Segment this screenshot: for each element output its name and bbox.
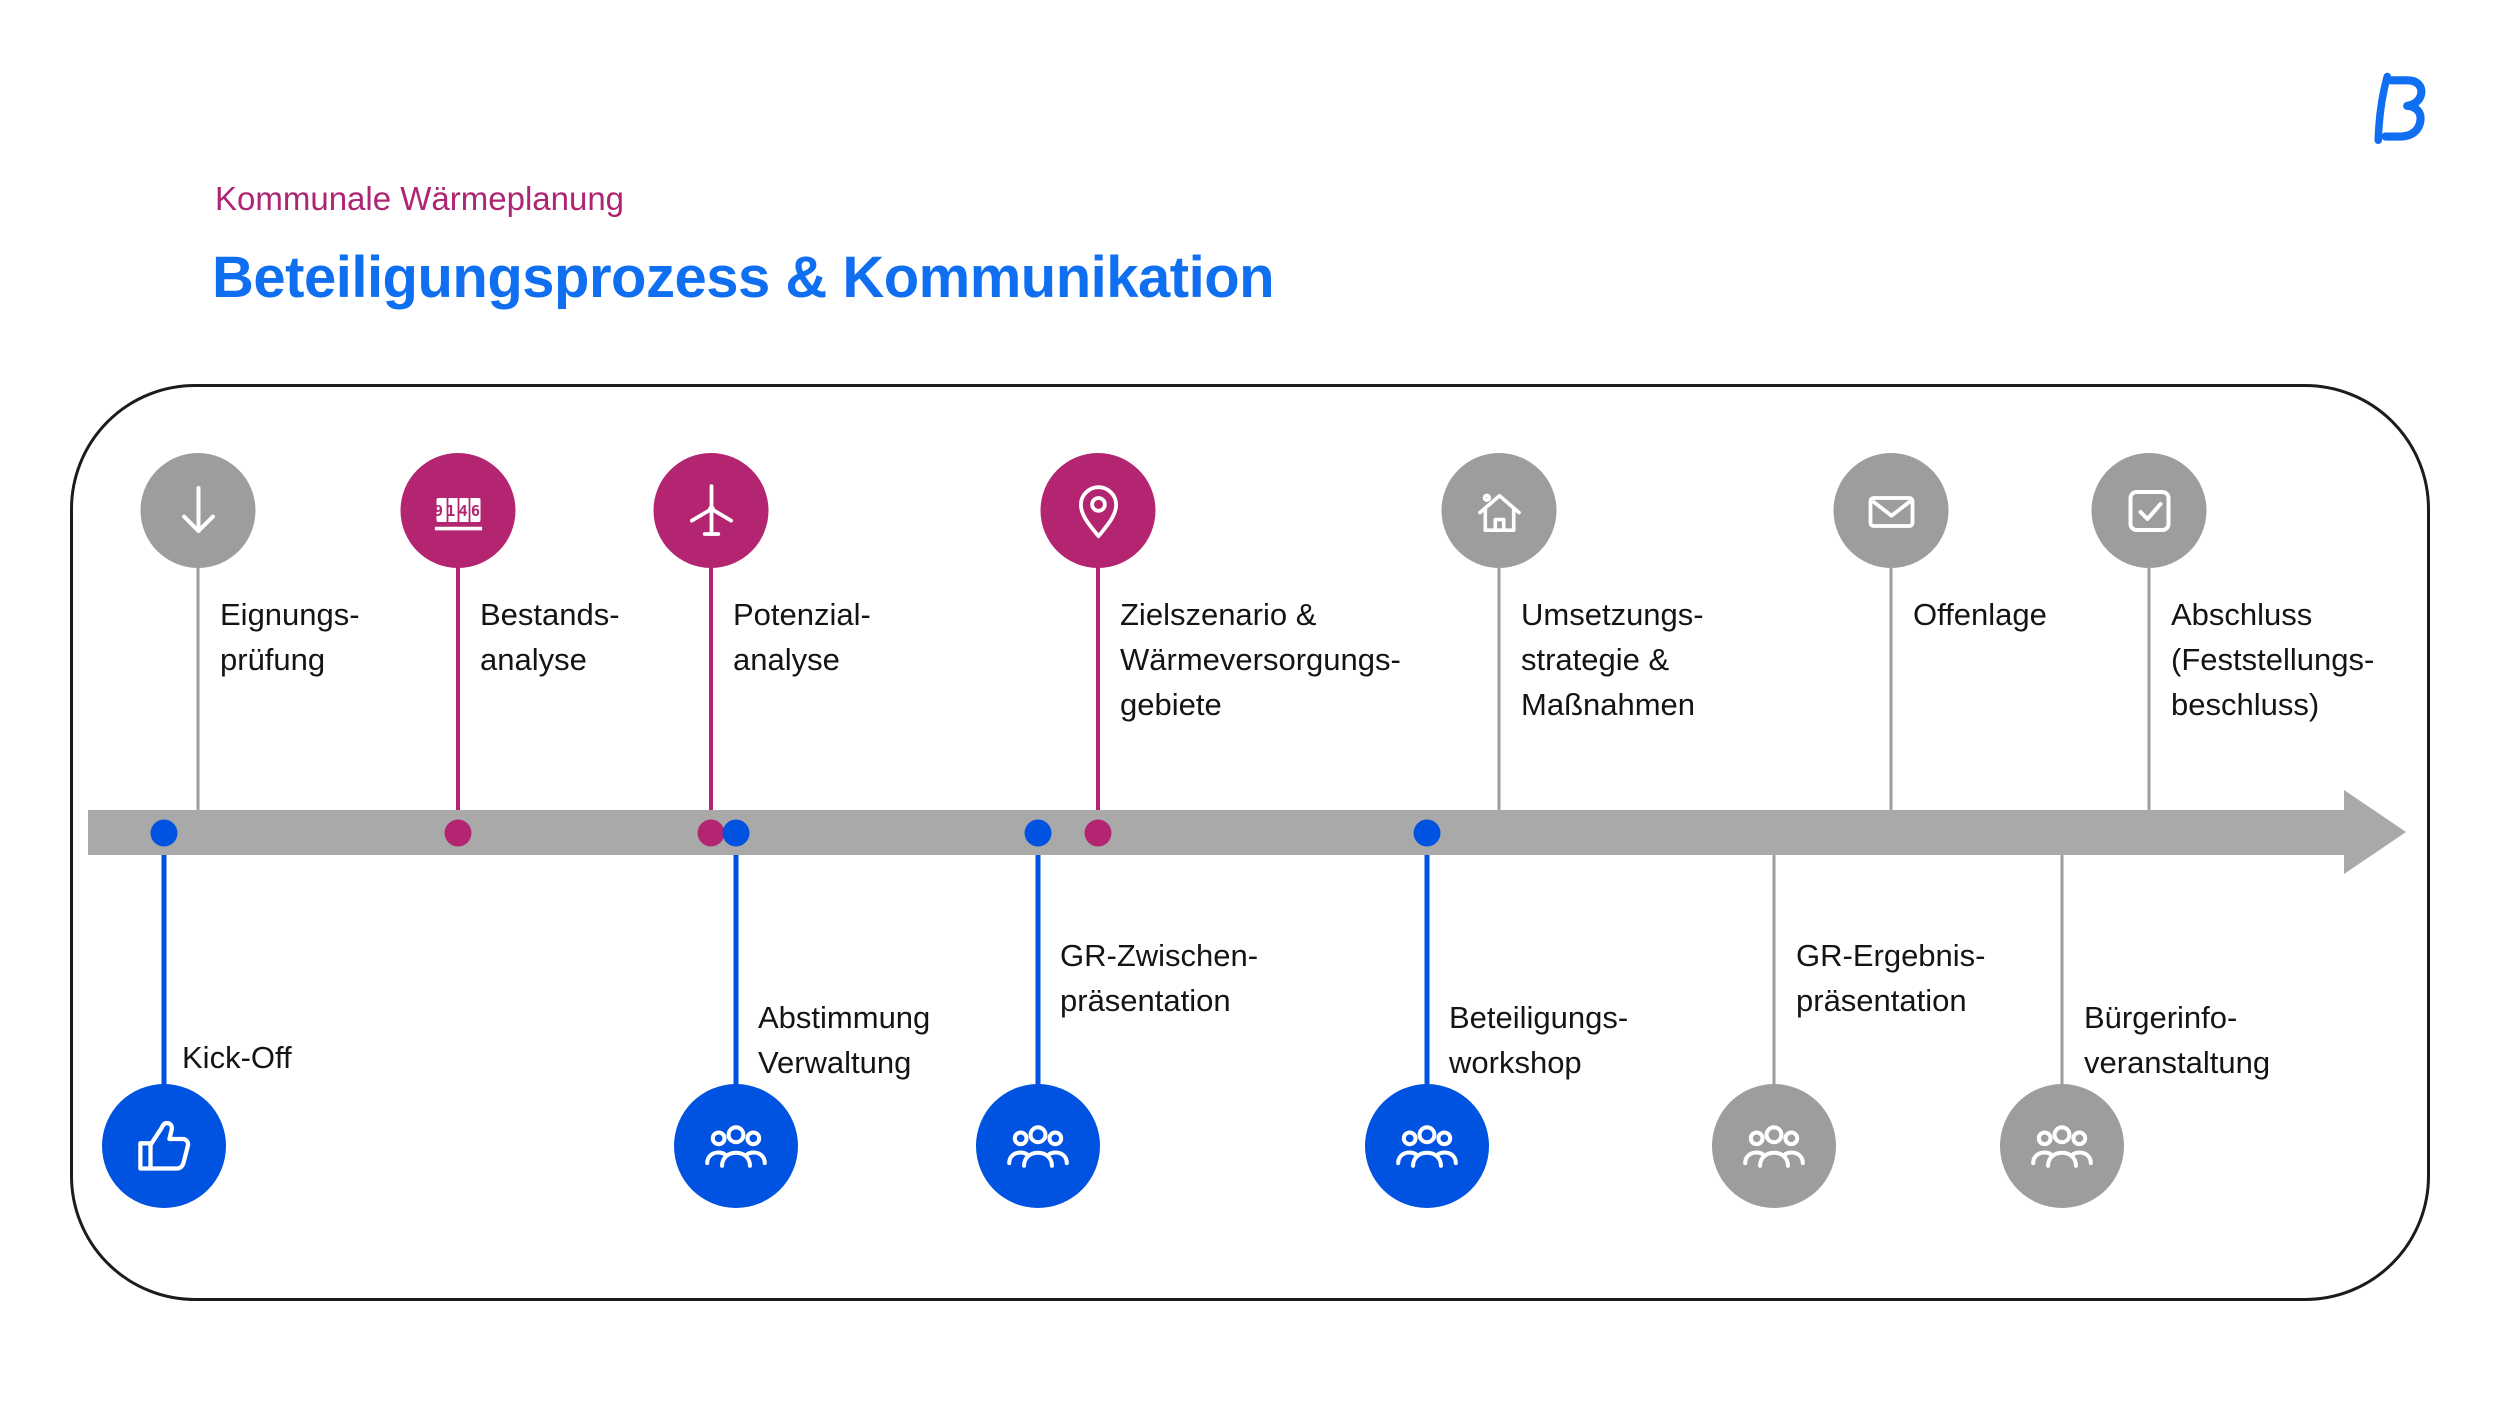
milestone-circle bbox=[1365, 1084, 1489, 1208]
milestone-circle bbox=[653, 453, 769, 568]
connector-line bbox=[1497, 566, 1501, 810]
connector-line bbox=[2060, 855, 2064, 1085]
connector-line bbox=[1889, 566, 1893, 810]
thumbs-up-icon bbox=[138, 1120, 191, 1171]
milestone-label: Offenlage bbox=[1913, 597, 2047, 632]
envelope-icon bbox=[1868, 495, 1914, 528]
milestone-circle bbox=[140, 453, 256, 568]
milestone-circle bbox=[674, 1084, 798, 1208]
people-group-icon bbox=[2031, 1125, 2093, 1168]
timeline-dot bbox=[1084, 819, 1112, 847]
connector-line bbox=[1035, 855, 1041, 1085]
timeline-dot bbox=[444, 819, 472, 847]
timeline-bar bbox=[88, 810, 2346, 855]
connector-line bbox=[161, 855, 167, 1085]
house-icon bbox=[1477, 493, 1521, 532]
checkbox-check-icon bbox=[2128, 489, 2170, 532]
milestone-circle bbox=[1833, 453, 1949, 568]
timeline-arrowhead-icon bbox=[2344, 790, 2406, 874]
milestone-label: Abstimmung Verwaltung bbox=[758, 1000, 931, 1080]
milestone-label: GR-Ergebnis- präsentation bbox=[1796, 938, 1986, 1018]
milestone-label: Kick-Off bbox=[182, 1040, 292, 1075]
milestone-circle bbox=[2091, 453, 2207, 568]
arrow-down-icon bbox=[181, 485, 215, 533]
slide-eyebrow: Kommunale Wärmeplanung bbox=[215, 180, 625, 217]
people-group-icon bbox=[705, 1125, 767, 1168]
timeline-dot bbox=[150, 819, 178, 847]
odometer-icon: 9146 bbox=[433, 497, 482, 530]
milestone-label: Beteiligungs- workshop bbox=[1449, 1000, 1629, 1080]
milestone-circle bbox=[1040, 453, 1156, 568]
milestone-label: Bestands- analyse bbox=[480, 597, 620, 677]
milestone-label: Eignungs- prüfung bbox=[220, 597, 360, 677]
connector-line bbox=[1424, 855, 1430, 1085]
wind-turbine-icon bbox=[689, 483, 733, 536]
connector-line bbox=[2147, 566, 2151, 810]
timeline-dot bbox=[722, 819, 750, 847]
people-group-icon bbox=[1396, 1125, 1458, 1168]
milestone-label: Abschluss (Feststellungs- beschluss) bbox=[2171, 597, 2375, 722]
people-group-icon bbox=[1007, 1125, 1069, 1168]
odometer-digits: 9146 bbox=[433, 502, 482, 520]
timeline-dot bbox=[697, 819, 725, 847]
timeline-dot bbox=[1413, 819, 1441, 847]
milestone-circle bbox=[1712, 1084, 1836, 1208]
connector-line bbox=[733, 855, 739, 1085]
company-logo-icon bbox=[2374, 72, 2426, 144]
milestone-circle: 9146 bbox=[400, 453, 516, 568]
connector-line bbox=[1096, 566, 1100, 810]
milestone-circle bbox=[2000, 1084, 2124, 1208]
connector-line bbox=[709, 566, 713, 810]
milestone-circle bbox=[976, 1084, 1100, 1208]
milestone-label: Umsetzungs- strategie & Maßnahmen bbox=[1521, 597, 1704, 722]
milestone-label: Bürgerinfo- veranstaltung bbox=[2084, 1000, 2271, 1080]
connector-line bbox=[196, 566, 200, 810]
milestone-circle bbox=[102, 1084, 226, 1208]
page-title: Beteiligungsprozess & Kommunikation bbox=[212, 245, 1275, 310]
timeline-dot bbox=[1024, 819, 1052, 847]
connector-line bbox=[1772, 855, 1776, 1085]
timeline-frame bbox=[70, 384, 2430, 1301]
milestone-label: GR-Zwischen- präsentation bbox=[1060, 938, 1259, 1018]
people-group-icon bbox=[1743, 1125, 1805, 1168]
milestone-label: Zielszenario & Wärmeversorgungs- gebiete bbox=[1120, 597, 1401, 722]
milestone-label: Potenzial- analyse bbox=[733, 597, 871, 677]
location-pin-icon bbox=[1078, 484, 1118, 538]
connector-line bbox=[456, 566, 460, 810]
milestone-circle bbox=[1441, 453, 1557, 568]
